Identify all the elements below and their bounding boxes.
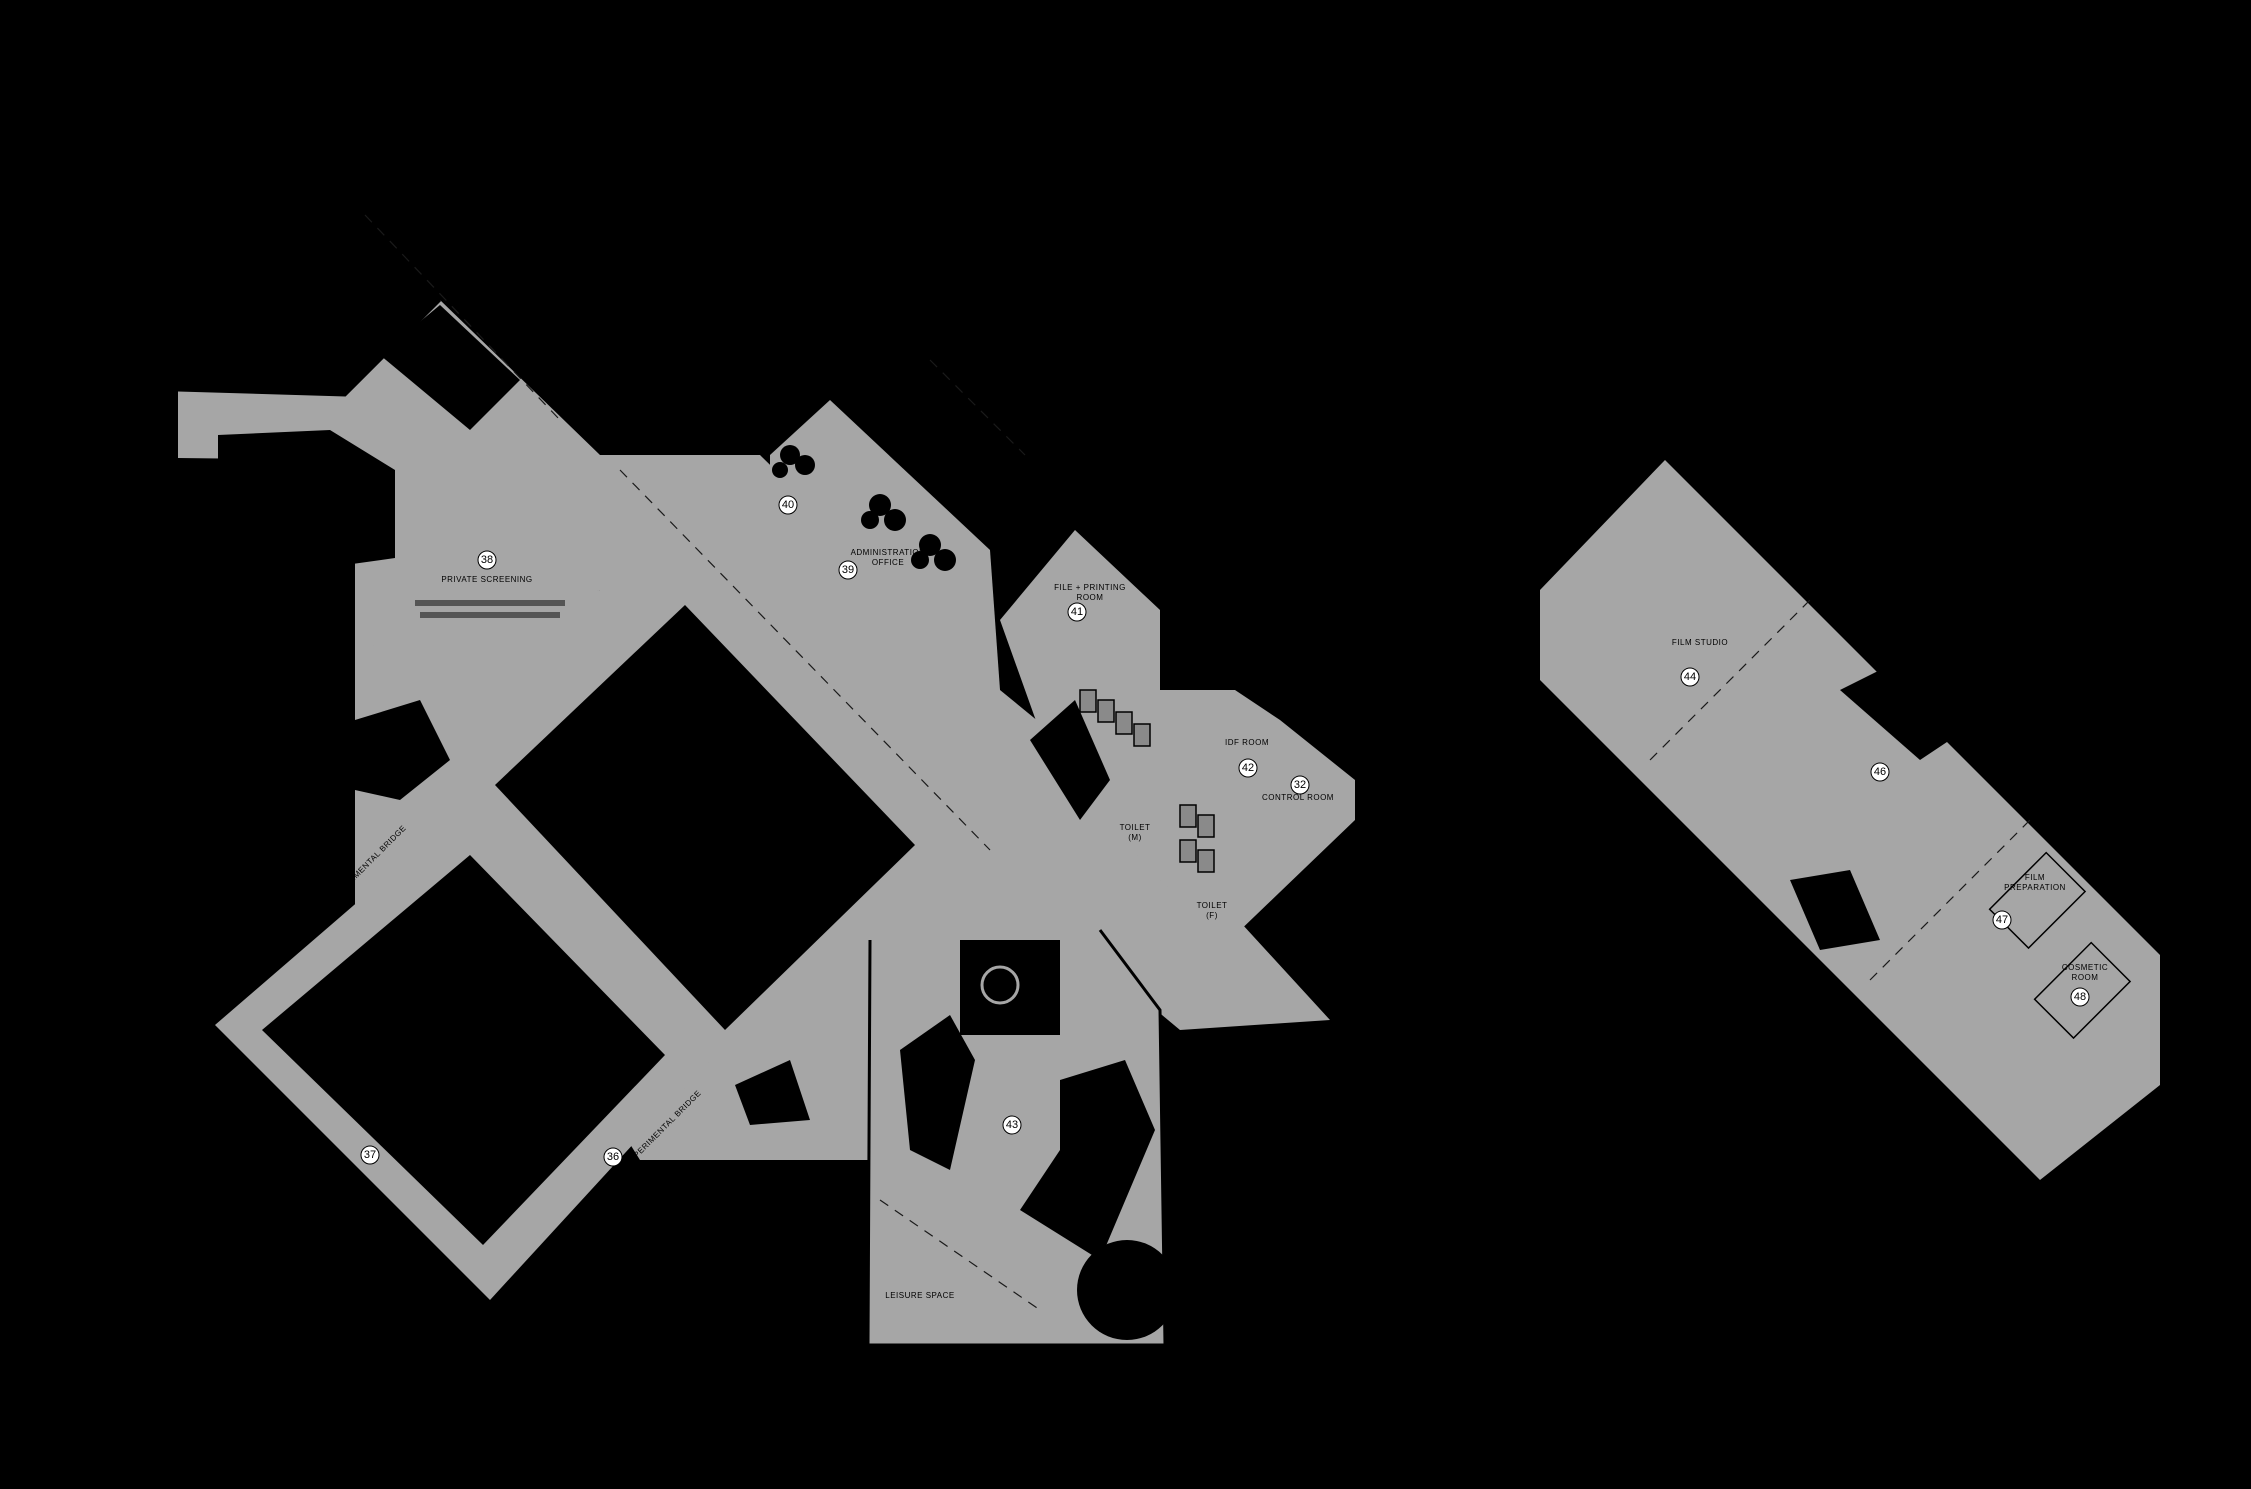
svg-text:39: 39 bbox=[842, 564, 854, 576]
studio-outline bbox=[1540, 460, 2160, 1180]
toilet-stalls bbox=[1079, 689, 1215, 873]
svg-text:43: 43 bbox=[1006, 1119, 1018, 1131]
tag-43: 43 bbox=[1002, 1115, 1022, 1135]
office-furniture bbox=[772, 445, 956, 571]
svg-text:44: 44 bbox=[1684, 671, 1696, 683]
film-prep-outline bbox=[1988, 851, 2087, 950]
lightwell-north bbox=[380, 305, 520, 430]
round-column bbox=[980, 965, 1020, 1005]
tag-48: 48 bbox=[2070, 987, 2090, 1007]
label-idf: IDF ROOM bbox=[1225, 738, 1269, 747]
studio-divider-1 bbox=[1649, 599, 1811, 761]
studio-divider-2 bbox=[1869, 819, 2031, 981]
stair-core bbox=[1030, 700, 1110, 820]
label-admin-2: OFFICE bbox=[872, 558, 904, 567]
label-cosmetic-2: ROOM bbox=[2072, 973, 2099, 982]
svg-text:46: 46 bbox=[1874, 766, 1886, 778]
corridor-dash bbox=[619, 469, 991, 851]
label-toilet-f-2: (F) bbox=[1206, 911, 1218, 920]
svg-text:41: 41 bbox=[1071, 606, 1083, 618]
leisure-dash bbox=[879, 1199, 1041, 1311]
experimental-bridge-void bbox=[262, 855, 665, 1245]
svg-text:37: 37 bbox=[364, 1149, 376, 1161]
tag-41: 41 bbox=[1067, 602, 1087, 622]
round-lightwell bbox=[1077, 1240, 1177, 1340]
property-line-northeast bbox=[929, 359, 1026, 456]
label-leisure: LEISURE SPACE bbox=[885, 1291, 954, 1300]
tag-39: 39 bbox=[838, 560, 858, 580]
label-film-prep-1: FILM bbox=[2025, 873, 2045, 882]
tag-44: 44 bbox=[1680, 667, 1700, 687]
tag-38: 38 bbox=[477, 550, 497, 570]
lower-void-west bbox=[900, 1015, 975, 1170]
lower-void-east bbox=[1020, 1060, 1155, 1260]
label-cosmetic-1: COSMETIC bbox=[2062, 963, 2108, 972]
room-tags: 38 40 39 41 42 32 43 37 36 44 46 47 48 bbox=[360, 495, 2090, 1167]
svg-text:48: 48 bbox=[2074, 991, 2086, 1003]
tag-40: 40 bbox=[778, 495, 798, 515]
outer-wall-north bbox=[177, 298, 442, 397]
tag-37: 37 bbox=[360, 1145, 380, 1165]
label-toilet-f-1: TOILET bbox=[1197, 901, 1228, 910]
label-admin-1: ADMINISTRATION bbox=[851, 548, 926, 557]
label-film-prep-2: PREPARATION bbox=[2004, 883, 2066, 892]
svg-text:38: 38 bbox=[481, 554, 493, 566]
sunken-court bbox=[218, 430, 395, 565]
outer-wall-leisure bbox=[866, 929, 1167, 1347]
stair-south bbox=[735, 1060, 810, 1125]
tag-32: 32 bbox=[1290, 775, 1310, 795]
label-film-studio: FILM STUDIO bbox=[1672, 638, 1728, 647]
tag-46: 46 bbox=[1870, 762, 1890, 782]
svg-text:47: 47 bbox=[1996, 914, 2008, 926]
studio-stair-void bbox=[1790, 870, 1880, 950]
svg-text:32: 32 bbox=[1294, 779, 1306, 791]
svg-text:42: 42 bbox=[1242, 762, 1254, 774]
property-line-north bbox=[364, 214, 561, 421]
studio-building bbox=[1540, 460, 2160, 1180]
cosmetic-outline bbox=[2033, 941, 2132, 1040]
central-courtyard bbox=[495, 605, 915, 1030]
label-toilet-m-1: TOILET bbox=[1120, 823, 1151, 832]
label-private-screening: PRIVATE SCREENING bbox=[441, 575, 532, 584]
tag-36: 36 bbox=[603, 1147, 623, 1167]
tag-42: 42 bbox=[1238, 758, 1258, 778]
svg-text:40: 40 bbox=[782, 499, 794, 511]
tag-47: 47 bbox=[1992, 910, 2012, 930]
main-building bbox=[177, 214, 1355, 1347]
studio-core-void bbox=[1840, 670, 1950, 760]
label-toilet-m-2: (M) bbox=[1128, 833, 1142, 842]
stair-west bbox=[355, 700, 450, 800]
label-file-1: FILE + PRINTING bbox=[1054, 583, 1126, 592]
label-file-2: ROOM bbox=[1077, 593, 1104, 602]
service-block bbox=[1000, 530, 1355, 940]
admin-block bbox=[770, 400, 1000, 720]
screening-seats bbox=[415, 600, 565, 618]
label-control: CONTROL ROOM bbox=[1262, 793, 1334, 802]
svg-text:36: 36 bbox=[607, 1151, 619, 1163]
